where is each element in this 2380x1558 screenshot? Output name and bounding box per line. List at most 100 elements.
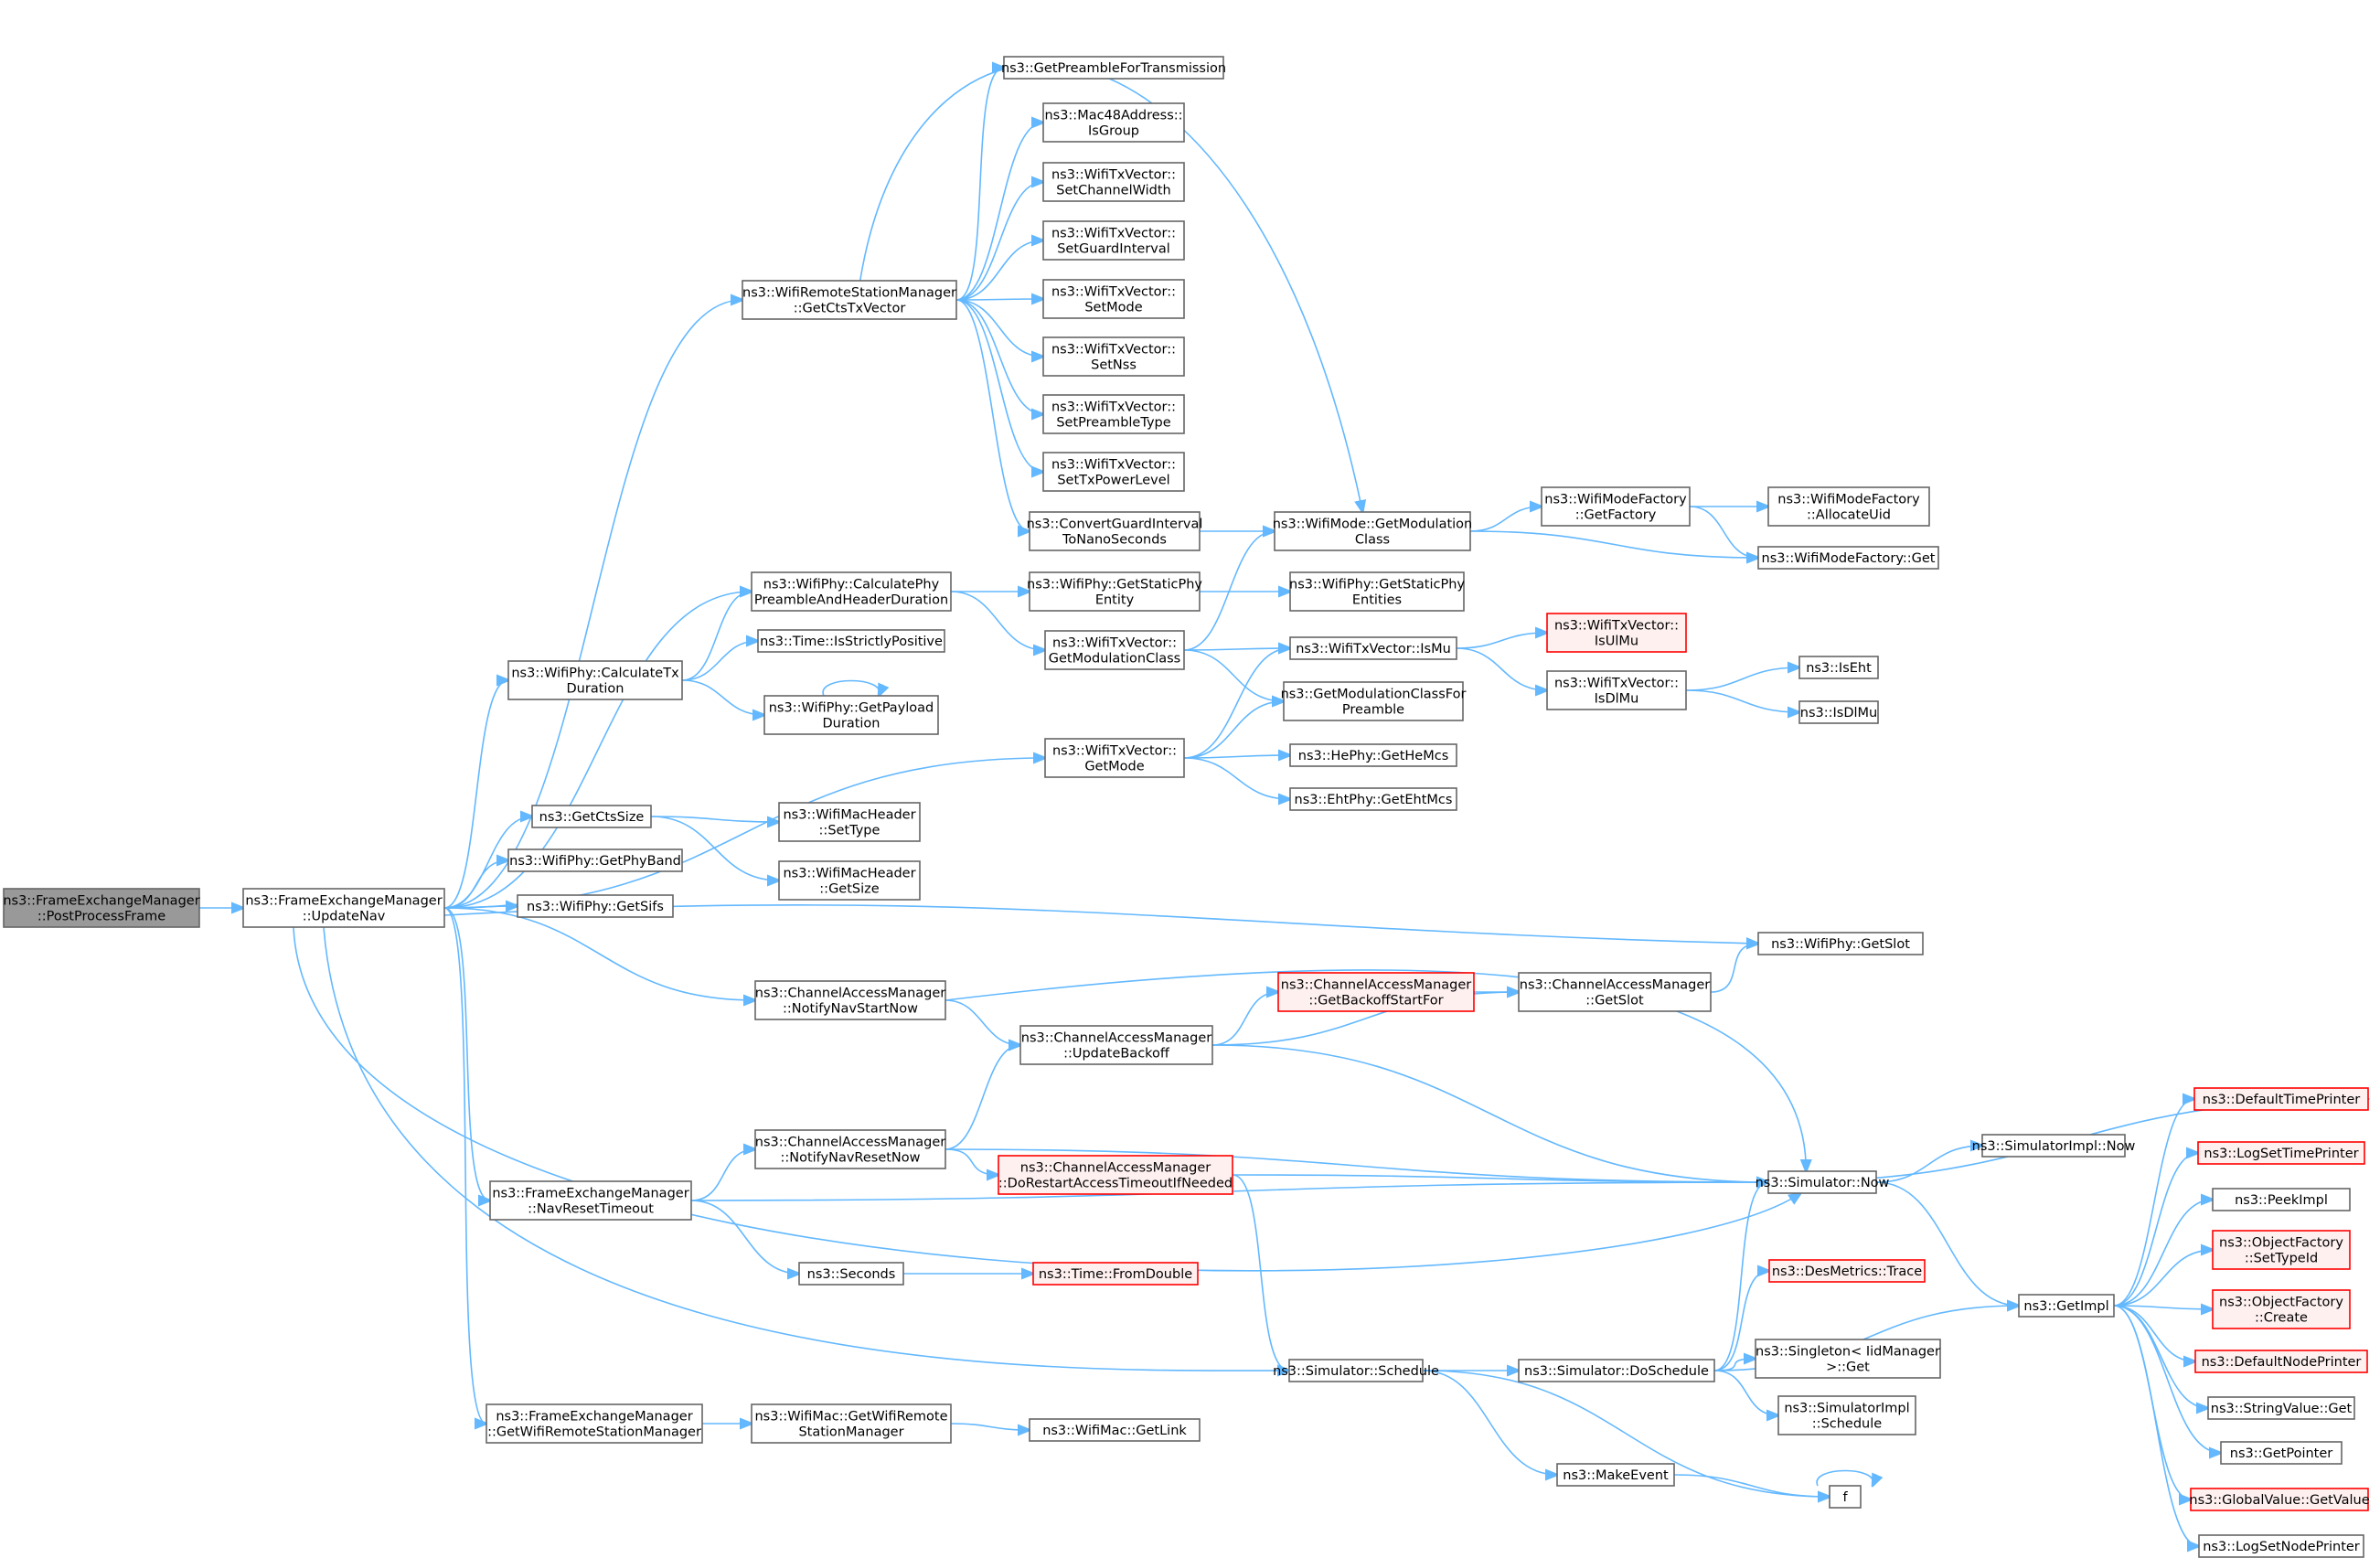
node-label: ns3::ChannelAccessManager xyxy=(1021,1031,1212,1046)
function-node-getmodclass[interactable]: ns3::WifiMode::GetModulationClass xyxy=(1273,511,1473,551)
node-label: ::Create xyxy=(2255,1311,2308,1326)
function-node-simnow[interactable]: ns3::Simulator::Now xyxy=(1756,1170,1890,1194)
node-label: StationManager xyxy=(798,1425,903,1440)
function-node-getslotphy[interactable]: ns3::WifiPhy::GetSlot xyxy=(1757,932,1924,955)
function-node-modefactoryget[interactable]: ns3::WifiModeFactory::Get xyxy=(1757,546,1939,570)
call-edge-ismu-to-isdlmu xyxy=(1456,647,1547,690)
function-node-schedule[interactable]: ns3::Simulator::Schedule xyxy=(1273,1359,1439,1382)
function-node-desmetrics[interactable]: ns3::DesMetrics::Trace xyxy=(1768,1259,1926,1283)
function-node-isdlmu[interactable]: ns3::WifiTxVector::IsDlMu xyxy=(1546,670,1687,710)
node-label: ns3::ChannelAccessManager xyxy=(1020,1161,1211,1176)
node-box xyxy=(1289,636,1457,660)
node-box xyxy=(242,888,445,928)
function-node-getwrsm[interactable]: ns3::FrameExchangeManager::GetWifiRemote… xyxy=(486,1403,703,1444)
function-node-peekimpl[interactable]: ns3::PeekImpl xyxy=(2212,1188,2351,1211)
function-node-doschedule[interactable]: ns3::Simulator::DoSchedule xyxy=(1518,1359,1715,1382)
function-node-allocateuid[interactable]: ns3::WifiModeFactory::AllocateUid xyxy=(1767,486,1930,527)
function-node-setguardinterval[interactable]: ns3::WifiTxVector::SetGuardInterval xyxy=(1042,220,1185,261)
node-box xyxy=(1019,1025,1213,1065)
call-edge-txvgetmodclass-to-getmodclassforpreamble xyxy=(1183,649,1284,701)
function-node-navresettimeout[interactable]: ns3::FrameExchangeManager::NavResetTimeo… xyxy=(489,1180,692,1221)
function-node-txvgetmodclass[interactable]: ns3::WifiTxVector::GetModulationClass xyxy=(1044,630,1185,670)
function-node-dorestart[interactable]: ns3::ChannelAccessManager::DoRestartAcce… xyxy=(998,1155,1233,1195)
function-node-isulmu[interactable]: ns3::WifiTxVector::IsUlMu xyxy=(1546,613,1687,653)
function-node-settype[interactable]: ns3::WifiMacHeader::SetType xyxy=(778,802,921,842)
function-node-simimplschedule[interactable]: ns3::SimulatorImpl::Schedule xyxy=(1777,1395,1916,1435)
node-label: ::NotifyNavResetNow xyxy=(780,1151,920,1166)
function-node-logsetnodeprinter[interactable]: ns3::LogSetNodePrinter xyxy=(2198,1534,2364,1558)
node-label: ns3::EhtPhy::GetEhtMcs xyxy=(1295,793,1453,807)
function-node-setmode[interactable]: ns3::WifiTxVector::SetMode xyxy=(1042,279,1185,319)
call-edge-updatenav-to-schedule xyxy=(323,926,1289,1371)
call-edge-getctstxvector-to-setpreambletype xyxy=(955,299,1043,414)
node-label: ns3::WifiPhy::GetStaticPhy xyxy=(1027,578,1202,592)
node-label: ns3::WifiPhy::GetStaticPhy xyxy=(1289,578,1465,592)
call-edge-doschedule-to-simnow xyxy=(1713,1182,1768,1371)
call-edge-calcpreamble-to-txvgetmodclass xyxy=(950,591,1045,650)
function-node-getpreamblefortx[interactable]: ns3::GetPreambleForTransmission xyxy=(1001,56,1226,80)
node-box xyxy=(1029,571,1201,612)
node-box xyxy=(1546,613,1687,653)
function-node-ismu[interactable]: ns3::WifiTxVector::IsMu xyxy=(1289,636,1457,660)
call-edge-notifynavstartnow-to-updatebackoff xyxy=(945,999,1020,1045)
function-node-gethemcs[interactable]: ns3::HePhy::GetHeMcs xyxy=(1289,743,1457,767)
function-node-simimplnow[interactable]: ns3::SimulatorImpl::Now xyxy=(1972,1134,2136,1158)
function-node-defaulttimeprinter[interactable]: ns3::DefaultTimePrinter xyxy=(2193,1087,2369,1111)
function-node-seconds[interactable]: ns3::Seconds xyxy=(798,1262,904,1286)
function-node-macgetwrsm[interactable]: ns3::WifiMac::GetWifiRemoteStationManage… xyxy=(751,1403,952,1444)
function-node-updatebackoff[interactable]: ns3::ChannelAccessManager::UpdateBackoff xyxy=(1019,1025,1213,1065)
function-node-setpreambletype[interactable]: ns3::WifiTxVector::SetPreambleType xyxy=(1042,394,1185,434)
function-node-calcpreamble[interactable]: ns3::WifiPhy::CalculatePhyPreambleAndHea… xyxy=(751,571,952,612)
node-label: ns3::WifiTxVector:: xyxy=(1051,400,1176,415)
function-node-stringvalueget[interactable]: ns3::StringValue::Get xyxy=(2207,1396,2355,1420)
function-node-settypeid[interactable]: ns3::ObjectFactory::SetTypeId xyxy=(2212,1230,2351,1270)
function-node-getctssize[interactable]: ns3::GetCtsSize xyxy=(531,805,652,828)
function-node-getimpl[interactable]: ns3::GetImpl xyxy=(2018,1294,2115,1318)
function-node-getbackoffstartfor[interactable]: ns3::ChannelAccessManager::GetBackoffSta… xyxy=(1277,972,1475,1012)
function-node-isdlmu2[interactable]: ns3::IsDlMu xyxy=(1798,700,1879,724)
node-label: Preamble xyxy=(1342,703,1404,718)
function-node-setnss[interactable]: ns3::WifiTxVector::SetNss xyxy=(1042,336,1185,377)
function-node-defaultnodeprinter[interactable]: ns3::DefaultNodePrinter xyxy=(2194,1350,2368,1373)
function-node-getsize[interactable]: ns3::WifiMacHeader::GetSize xyxy=(778,860,921,901)
node-box xyxy=(1556,1463,1675,1487)
function-node-globalvalue[interactable]: ns3::GlobalValue::GetValue xyxy=(2189,1488,2370,1511)
function-node-isgroup[interactable]: ns3::Mac48Address::IsGroup xyxy=(1042,102,1185,143)
function-node-txvgetmode[interactable]: ns3::WifiTxVector::GetMode xyxy=(1044,738,1185,778)
node-box xyxy=(754,1129,946,1169)
function-node-getsifs[interactable]: ns3::WifiPhy::GetSifs xyxy=(517,894,674,918)
function-node-getehtmcs[interactable]: ns3::EhtPhy::GetEhtMcs xyxy=(1289,787,1457,811)
function-node-isstrictlypositive[interactable]: ns3::Time::IsStrictlyPositive xyxy=(757,629,945,653)
function-node-getfactory[interactable]: ns3::WifiModeFactory::GetFactory xyxy=(1541,486,1691,527)
function-node-singleton[interactable]: ns3::Singleton< IidManager>::Get xyxy=(1755,1339,1941,1379)
node-label: ns3::FrameExchangeManager xyxy=(245,894,442,909)
function-node-setchannelwidth[interactable]: ns3::WifiTxVector::SetChannelWidth xyxy=(1042,162,1185,202)
function-node-getctstxvector[interactable]: ns3::WifiRemoteStationManager::GetCtsTxV… xyxy=(742,280,957,320)
function-node-updatenav[interactable]: ns3::FrameExchangeManager::UpdateNav xyxy=(242,888,445,928)
function-node-settxpowerlevel[interactable]: ns3::WifiTxVector::SetTxPowerLevel xyxy=(1042,452,1185,492)
function-node-camgetslot[interactable]: ns3::ChannelAccessManager::GetSlot xyxy=(1518,972,1712,1012)
function-node-iseht[interactable]: ns3::IsEht xyxy=(1798,656,1879,679)
call-edge-calctxduration-to-isstrictlypositive xyxy=(681,641,758,681)
function-node-makeevent[interactable]: ns3::MakeEvent xyxy=(1556,1463,1675,1487)
function-node-notifynavresetnow[interactable]: ns3::ChannelAccessManager::NotifyNavRese… xyxy=(754,1129,946,1169)
function-node-getlink[interactable]: ns3::WifiMac::GetLink xyxy=(1029,1418,1201,1442)
function-node-logsettimeprinter[interactable]: ns3::LogSetTimePrinter xyxy=(2197,1141,2365,1165)
function-node-objcreate[interactable]: ns3::ObjectFactory::Create xyxy=(2212,1289,2351,1329)
function-node-getpointer[interactable]: ns3::GetPointer xyxy=(2220,1441,2343,1465)
node-label: ns3::WifiTxVector:: xyxy=(1554,619,1679,634)
function-node-root[interactable]: ns3::FrameExchangeManager::PostProcessFr… xyxy=(3,888,200,928)
function-node-fromdouble[interactable]: ns3::Time::FromDouble xyxy=(1032,1262,1199,1286)
call-edge-getimpl-to-getpointer xyxy=(2113,1305,2221,1453)
function-node-notifynavstartnow[interactable]: ns3::ChannelAccessManager::NotifyNavStar… xyxy=(754,980,946,1020)
node-label: ::UpdateNav xyxy=(303,910,386,924)
function-node-getphyband[interactable]: ns3::WifiPhy::GetPhyBand xyxy=(507,848,683,872)
node-label: ns3::FrameExchangeManager xyxy=(492,1187,688,1201)
function-node-f[interactable]: f xyxy=(1829,1485,1862,1509)
